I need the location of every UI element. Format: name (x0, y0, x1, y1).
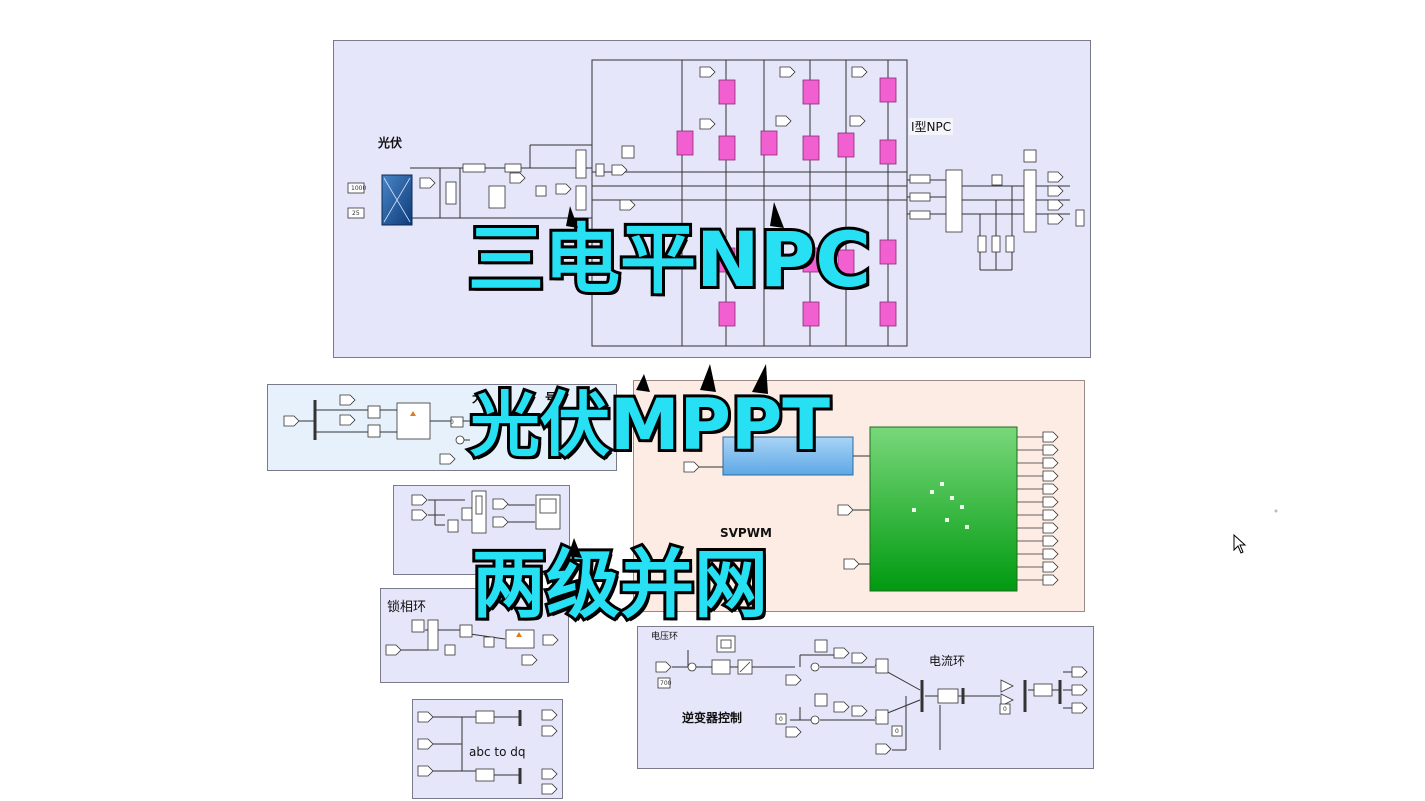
inverter-control-label: 逆变器控制 (682, 711, 743, 725)
irradiance-const: 1000 (351, 185, 367, 192)
svpwm-output-tags (1042, 431, 1059, 586)
svpwm-wiring (699, 455, 870, 565)
abc-dq-wiring (432, 710, 522, 784)
svpwm-tags (683, 461, 860, 570)
inverter-ctrl-wiring (672, 650, 1072, 751)
npc-blocks (347, 145, 1085, 253)
svpwm-subsystem (722, 436, 854, 476)
abc-dq-label: abc to dq (469, 745, 526, 759)
svpwm-label: SVPWM (720, 526, 772, 540)
pv-array-icon (381, 174, 413, 226)
zero-const-1: 0 (779, 716, 783, 723)
svpwm-output-wires (1017, 436, 1043, 581)
scope-wiring (428, 499, 535, 526)
pll-panel (380, 588, 569, 683)
mouse-cursor-icon (1233, 534, 1247, 554)
svpwm-inner-detail (912, 482, 969, 529)
stray-dot (1274, 509, 1278, 513)
pv-label: 光伏 (378, 136, 403, 150)
overlay-title-npc: 三电平NPC (465, 215, 874, 304)
npc-tags (419, 66, 1064, 225)
npc-wiring (410, 59, 1070, 347)
inverter-ctrl-blocks (655, 635, 1088, 755)
temperature-const: 25 (352, 210, 360, 217)
zero-const-2: 0 (895, 728, 899, 735)
current-loop-label: 电流环 (929, 654, 966, 668)
mppt-matlab-fn-icon (410, 411, 416, 416)
vdc-ref-const: 700 (660, 680, 672, 687)
inverter-type-label: I型NPC (909, 118, 954, 135)
scope-blocks (411, 490, 561, 534)
mppt-title-partial-2: 号 (545, 391, 558, 405)
svpwm-green-block (869, 426, 1018, 592)
zero-const-3: 0 (1003, 706, 1007, 713)
overlay-title-grid: 两级并网 (469, 542, 771, 628)
mppt-wiring (298, 400, 470, 441)
pll-blocks (385, 619, 559, 666)
pll-matlab-fn-icon (516, 632, 522, 637)
npc-circuit-panel (333, 40, 1091, 358)
inverter-control-panel (637, 626, 1094, 769)
mppt-blocks (283, 394, 465, 465)
abc-dq-blocks (417, 709, 558, 795)
overlay-title-mppt: 光伏MPPT (467, 384, 833, 466)
pll-label: 锁相环 (387, 600, 427, 615)
mppt-title-partial: 大 (472, 391, 485, 405)
zero-const-4: 0 (450, 419, 454, 426)
voltage-loop-label: 电压环 (651, 632, 679, 642)
igbt-switches (676, 77, 897, 327)
